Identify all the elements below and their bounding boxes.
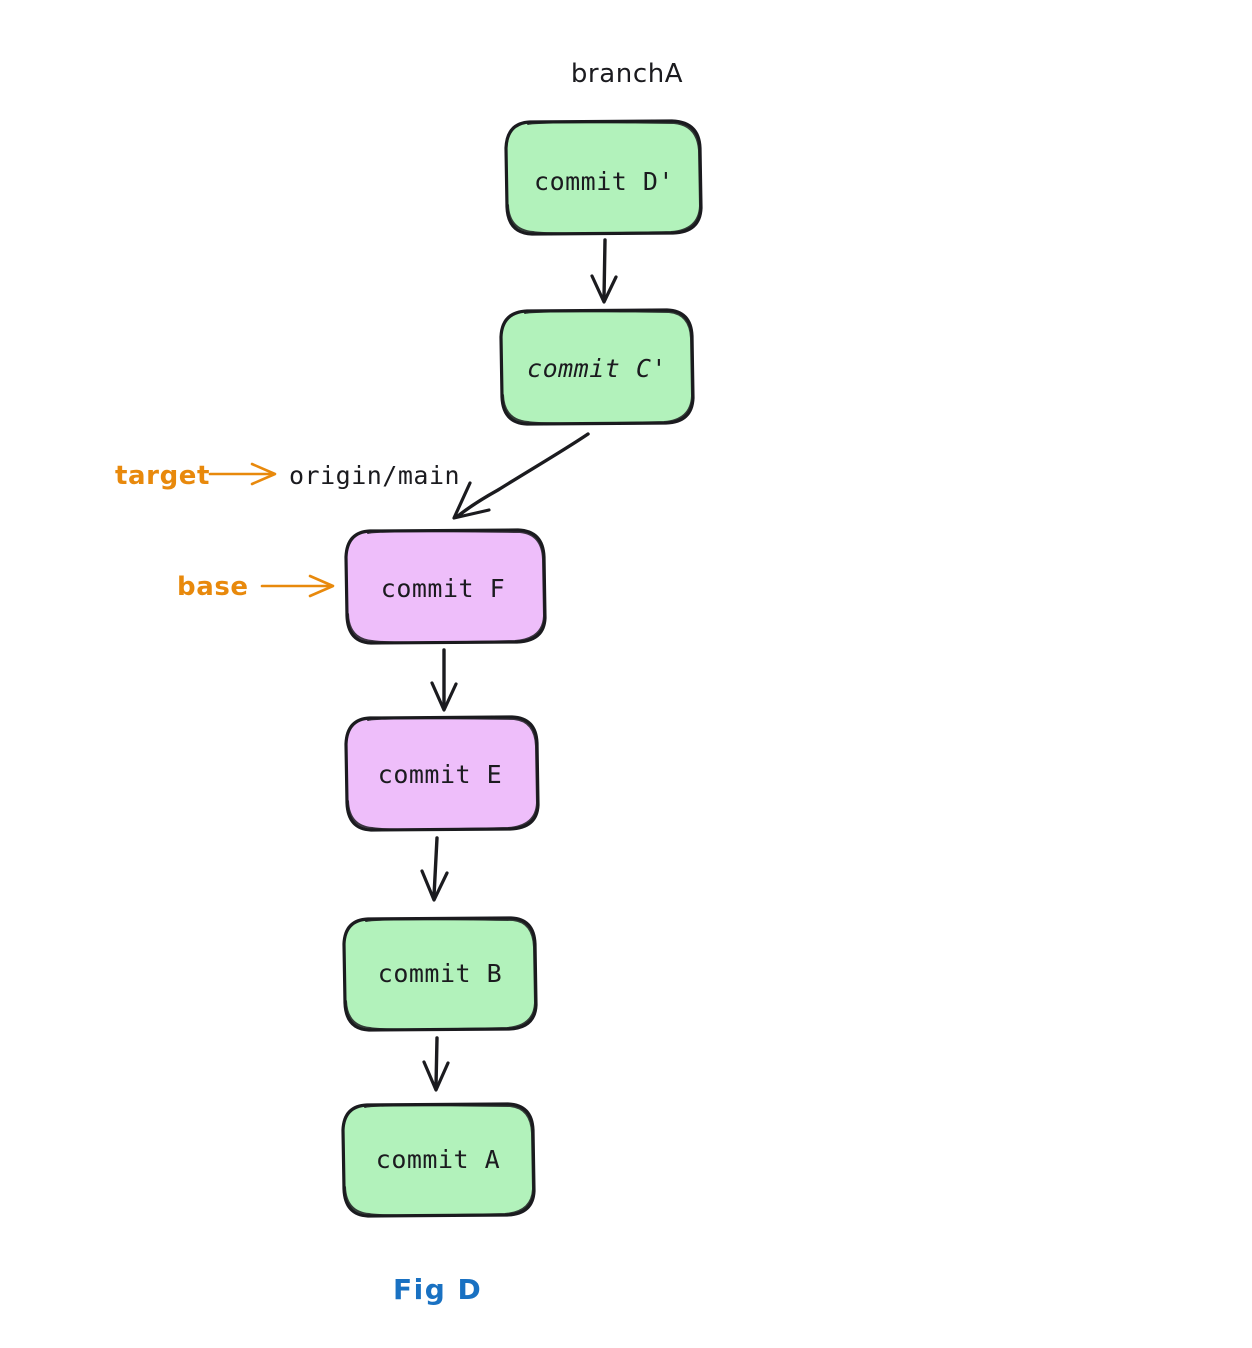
edge-d-prime-to-c-prime <box>590 238 618 304</box>
annotation-base: base <box>177 572 335 602</box>
edge-commit-e-to-commit-b <box>420 836 449 902</box>
ref-label-origin-main: origin/main <box>289 461 460 490</box>
node-label-commit-e: commit E <box>378 760 502 789</box>
edge-c-prime-to-commit-f <box>452 432 590 520</box>
node-commit-e[interactable]: commit E <box>344 715 540 832</box>
node-label-commit-d-prime: commit D' <box>534 167 674 196</box>
annotation-label-base: base <box>177 572 249 602</box>
edge-commit-f-to-commit-e <box>430 648 458 712</box>
figure-caption: Fig D <box>393 1273 482 1306</box>
node-commit-c-prime[interactable]: commit C' <box>499 308 695 426</box>
node-label-commit-c-prime: commit C' <box>527 354 667 383</box>
edge-commit-b-to-commit-a <box>422 1036 450 1092</box>
annotation-label-target: target <box>115 461 210 491</box>
node-label-commit-a: commit A <box>376 1145 500 1174</box>
node-label-commit-f: commit F <box>381 574 505 603</box>
node-commit-a[interactable]: commit A <box>341 1102 536 1218</box>
branch-label-branchA: branchA <box>571 59 683 89</box>
node-commit-f[interactable]: commit F <box>344 528 547 645</box>
annotation-target: target <box>115 461 277 491</box>
node-commit-d-prime[interactable]: commit D' <box>504 119 703 236</box>
node-commit-b[interactable]: commit B <box>342 916 538 1032</box>
node-label-commit-b: commit B <box>378 959 502 988</box>
